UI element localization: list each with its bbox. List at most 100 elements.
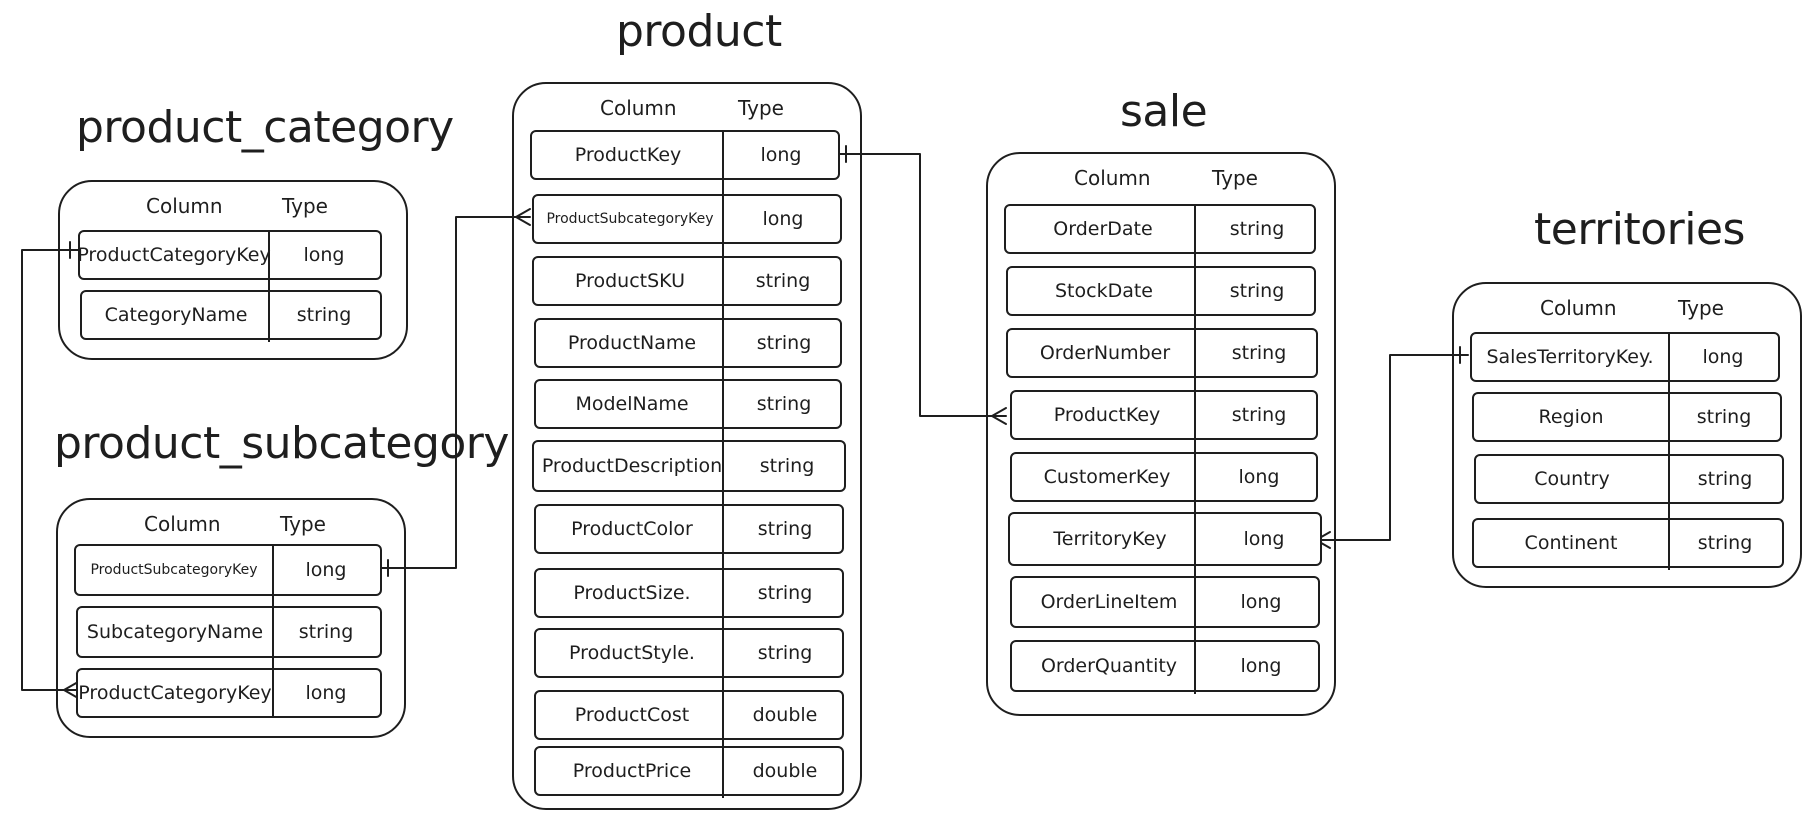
- row-column-type: string: [1697, 468, 1753, 490]
- row-column-type: string: [1231, 404, 1287, 426]
- row-column-type: double: [752, 704, 818, 726]
- column-divider: [272, 544, 274, 718]
- table-row: ProductDescription string: [532, 440, 846, 492]
- header-column-label: Column: [1074, 166, 1151, 190]
- header-column-label: Column: [146, 194, 223, 218]
- row-column-name: ProductKey: [1053, 404, 1161, 426]
- row-column-name: ProductCategoryKey: [78, 682, 272, 704]
- row-column-type: string: [757, 518, 813, 540]
- table-row: Region string: [1472, 392, 1782, 442]
- header-column-label: Column: [1540, 296, 1617, 320]
- table-header: Column Type: [1454, 284, 1800, 324]
- row-column-name: SalesTerritoryKey.: [1486, 346, 1654, 368]
- row-column-name: ProductSize.: [573, 582, 691, 604]
- row-column-type: long: [305, 682, 347, 704]
- table-row: CustomerKey long: [1010, 452, 1318, 502]
- column-divider: [722, 130, 724, 798]
- table-product: Column Type ProductKey long ProductSubca…: [512, 82, 862, 810]
- table-product-subcategory: Column Type ProductSubcategoryKey long S…: [56, 498, 406, 738]
- row-column-name: StockDate: [1055, 280, 1153, 302]
- column-divider: [268, 230, 270, 342]
- row-column-name: SubcategoryName: [86, 621, 264, 643]
- row-column-name: ProductColor: [571, 518, 693, 540]
- header-column-label: Column: [144, 512, 221, 536]
- table-row: StockDate string: [1006, 266, 1316, 316]
- row-column-name: TerritoryKey: [1053, 528, 1167, 550]
- table-title-territories: territories: [1534, 204, 1745, 255]
- row-column-type: string: [757, 642, 813, 664]
- table-row: ProductKey string: [1010, 390, 1318, 440]
- table-row: ModelName string: [534, 379, 842, 429]
- header-column-label: Column: [600, 96, 677, 120]
- table-row: OrderQuantity long: [1010, 640, 1320, 692]
- table-title-sale: sale: [1120, 86, 1208, 137]
- row-column-type: string: [1229, 218, 1285, 240]
- row-column-type: string: [1229, 280, 1285, 302]
- row-column-type: double: [752, 760, 818, 782]
- rel-product-sale-line: [837, 153, 1007, 417]
- row-column-type: string: [1231, 342, 1287, 364]
- row-column-name: CategoryName: [104, 304, 248, 326]
- row-column-name: ProductCost: [574, 704, 690, 726]
- rel-subcategory-many-marker: [63, 681, 79, 699]
- column-divider: [1668, 332, 1670, 570]
- rel-sale-product-many-marker: [991, 407, 1007, 425]
- row-column-type: string: [759, 455, 815, 477]
- table-row: ProductPrice double: [534, 746, 844, 796]
- row-column-name: CustomerKey: [1043, 466, 1171, 488]
- row-column-type: long: [303, 244, 345, 266]
- table-row: ProductSubcategoryKey long: [74, 544, 382, 596]
- table-row: ProductCategoryKey long: [77, 230, 382, 280]
- column-divider: [1194, 204, 1196, 694]
- row-column-name: ProductStyle.: [569, 642, 695, 664]
- table-row: ProductStyle. string: [534, 628, 844, 678]
- table-row: Continent string: [1472, 518, 1784, 568]
- table-row: ProductSize. string: [534, 568, 844, 618]
- row-column-name: ProductSKU: [574, 270, 686, 292]
- header-type-label: Type: [1212, 166, 1258, 190]
- table-row: ProductName string: [534, 318, 842, 368]
- row-column-name: ModelName: [575, 393, 689, 415]
- row-column-name: ProductName: [567, 332, 697, 354]
- row-column-name: OrderLineItem: [1040, 591, 1178, 613]
- row-column-type: long: [1702, 346, 1744, 368]
- table-header: Column Type: [514, 84, 860, 124]
- row-column-type: string: [1697, 532, 1753, 554]
- table-row: OrderDate string: [1004, 204, 1316, 254]
- row-column-name: ProductPrice: [572, 760, 692, 782]
- row-column-name: OrderDate: [1053, 218, 1153, 240]
- table-row: ProductCategoryKey long: [76, 668, 382, 718]
- header-type-label: Type: [738, 96, 784, 120]
- table-row: OrderNumber string: [1006, 328, 1318, 378]
- table-title-product-category: product_category: [76, 102, 454, 153]
- row-column-name: ProductSubcategoryKey: [546, 211, 714, 227]
- row-column-type: string: [757, 582, 813, 604]
- table-row: CategoryName string: [80, 290, 382, 340]
- row-column-type: string: [296, 304, 352, 326]
- header-type-label: Type: [280, 512, 326, 536]
- table-sale: Column Type OrderDate string StockDate s…: [986, 152, 1336, 716]
- table-product-category: Column Type ProductCategoryKey long Cate…: [58, 180, 408, 360]
- rel-product-many-marker: [515, 208, 531, 226]
- row-column-type: string: [756, 393, 812, 415]
- row-column-name: ProductCategoryKey: [77, 244, 271, 266]
- row-column-name: ProductKey: [574, 144, 682, 166]
- rel-sale-territories-line: [1315, 354, 1469, 541]
- table-header: Column Type: [58, 500, 404, 540]
- header-type-label: Type: [282, 194, 328, 218]
- table-row: ProductSKU string: [532, 256, 842, 306]
- row-column-type: long: [1240, 655, 1282, 677]
- row-column-name: OrderNumber: [1039, 342, 1171, 364]
- row-column-name: Region: [1538, 406, 1604, 428]
- table-row: ProductKey long: [530, 130, 840, 180]
- row-column-name: Continent: [1524, 532, 1618, 554]
- row-column-type: long: [1240, 591, 1282, 613]
- table-header: Column Type: [60, 182, 406, 222]
- table-row: OrderLineItem long: [1010, 576, 1320, 628]
- table-row: SalesTerritoryKey. long: [1470, 332, 1780, 382]
- row-column-type: string: [1696, 406, 1752, 428]
- header-type-label: Type: [1678, 296, 1724, 320]
- table-title-product-subcategory: product_subcategory: [54, 418, 509, 469]
